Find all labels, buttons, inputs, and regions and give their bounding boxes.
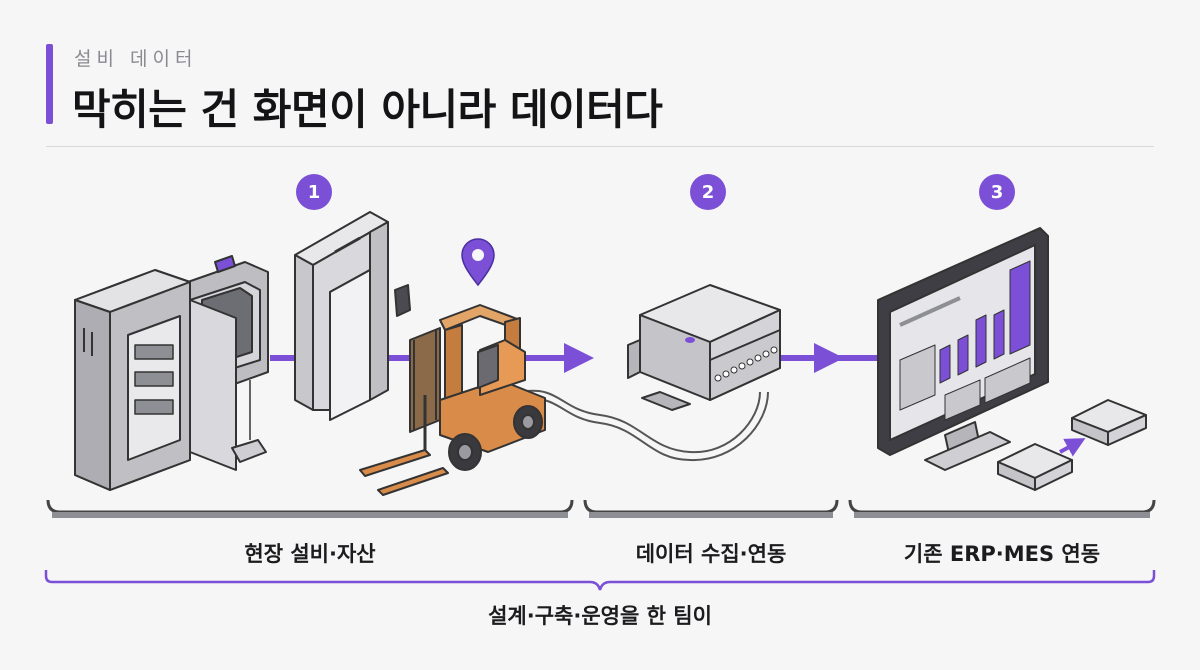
location-pin-icon bbox=[461, 238, 495, 287]
stage-platform-1 bbox=[46, 499, 574, 518]
stage-label-1: 현장 설비·자산 bbox=[244, 542, 376, 566]
stage-label-2: 데이터 수집·연동 bbox=[635, 542, 787, 566]
system-block-icon bbox=[997, 399, 1147, 491]
stage-platform-2 bbox=[583, 499, 839, 518]
team-bracket bbox=[44, 570, 1156, 591]
step-badge-1: 1 bbox=[296, 174, 332, 210]
step-badge-3: 3 bbox=[979, 174, 1015, 210]
stage-label-3: 기존 ERP·MES 연동 bbox=[903, 542, 1101, 566]
team-label: 설계·구축·운영을 한 팀이 bbox=[488, 604, 712, 628]
header-divider bbox=[46, 146, 1154, 147]
page-title: 막히는 건 화면이 아니라 데이터다 bbox=[72, 85, 663, 134]
industrial-machine-icon bbox=[74, 255, 269, 491]
section-kicker: 설비 데이터 bbox=[74, 48, 198, 70]
stage-platform-3 bbox=[848, 499, 1156, 518]
data-gateway-icon bbox=[627, 284, 781, 411]
data-cable bbox=[519, 389, 769, 462]
erp-monitor-icon bbox=[877, 227, 1049, 471]
accent-bar bbox=[46, 44, 53, 124]
step-badge-2: 2 bbox=[690, 174, 726, 210]
forklift-icon bbox=[359, 304, 546, 496]
rfid-gate-icon bbox=[294, 211, 411, 421]
